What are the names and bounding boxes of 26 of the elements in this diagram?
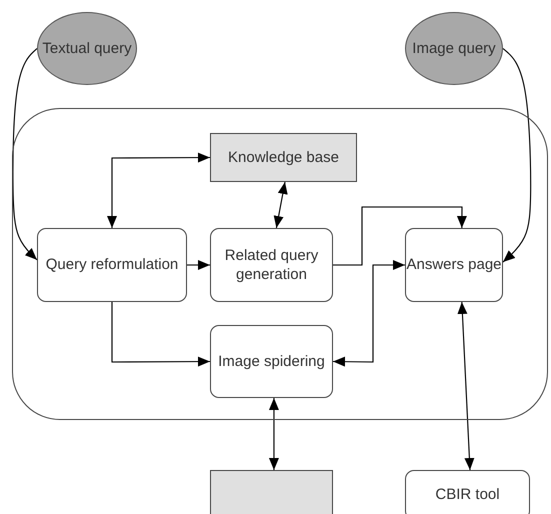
process-box	[210, 325, 333, 398]
arrow	[111, 302, 210, 367]
arrow	[333, 206, 467, 266]
system-boundary	[12, 108, 548, 420]
arrow	[268, 398, 279, 470]
node-label: Image spidering	[218, 352, 325, 372]
node-label: Related query generation	[224, 246, 320, 284]
node-label: Answers page	[406, 255, 502, 275]
data-box	[210, 133, 357, 182]
process-box	[37, 228, 187, 302]
node-label: Textual query	[42, 38, 132, 58]
arrow	[187, 260, 210, 270]
process-box	[405, 470, 530, 514]
node-label: CBIR tool	[435, 485, 500, 505]
arrow	[457, 302, 474, 470]
node-label: Query reformulation	[46, 255, 178, 275]
arrow	[107, 152, 210, 228]
arrow	[12, 48, 38, 260]
process-box	[405, 228, 503, 302]
process-box	[210, 228, 333, 302]
node-label: Image query	[412, 38, 496, 58]
arrow	[274, 182, 288, 228]
arrow	[333, 260, 405, 367]
arrow	[502, 48, 532, 262]
data-box	[210, 470, 333, 514]
node-label: Knowledge base	[228, 148, 339, 168]
